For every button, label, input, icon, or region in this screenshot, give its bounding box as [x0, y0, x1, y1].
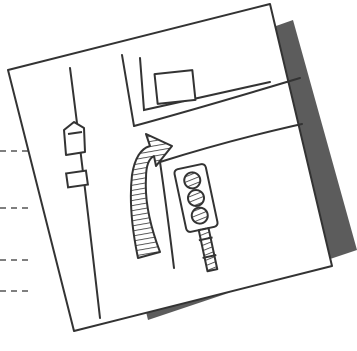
small-block-icon	[66, 171, 88, 188]
guide-lines	[0, 151, 34, 291]
house-icon	[64, 122, 85, 155]
building-icon	[155, 70, 196, 104]
